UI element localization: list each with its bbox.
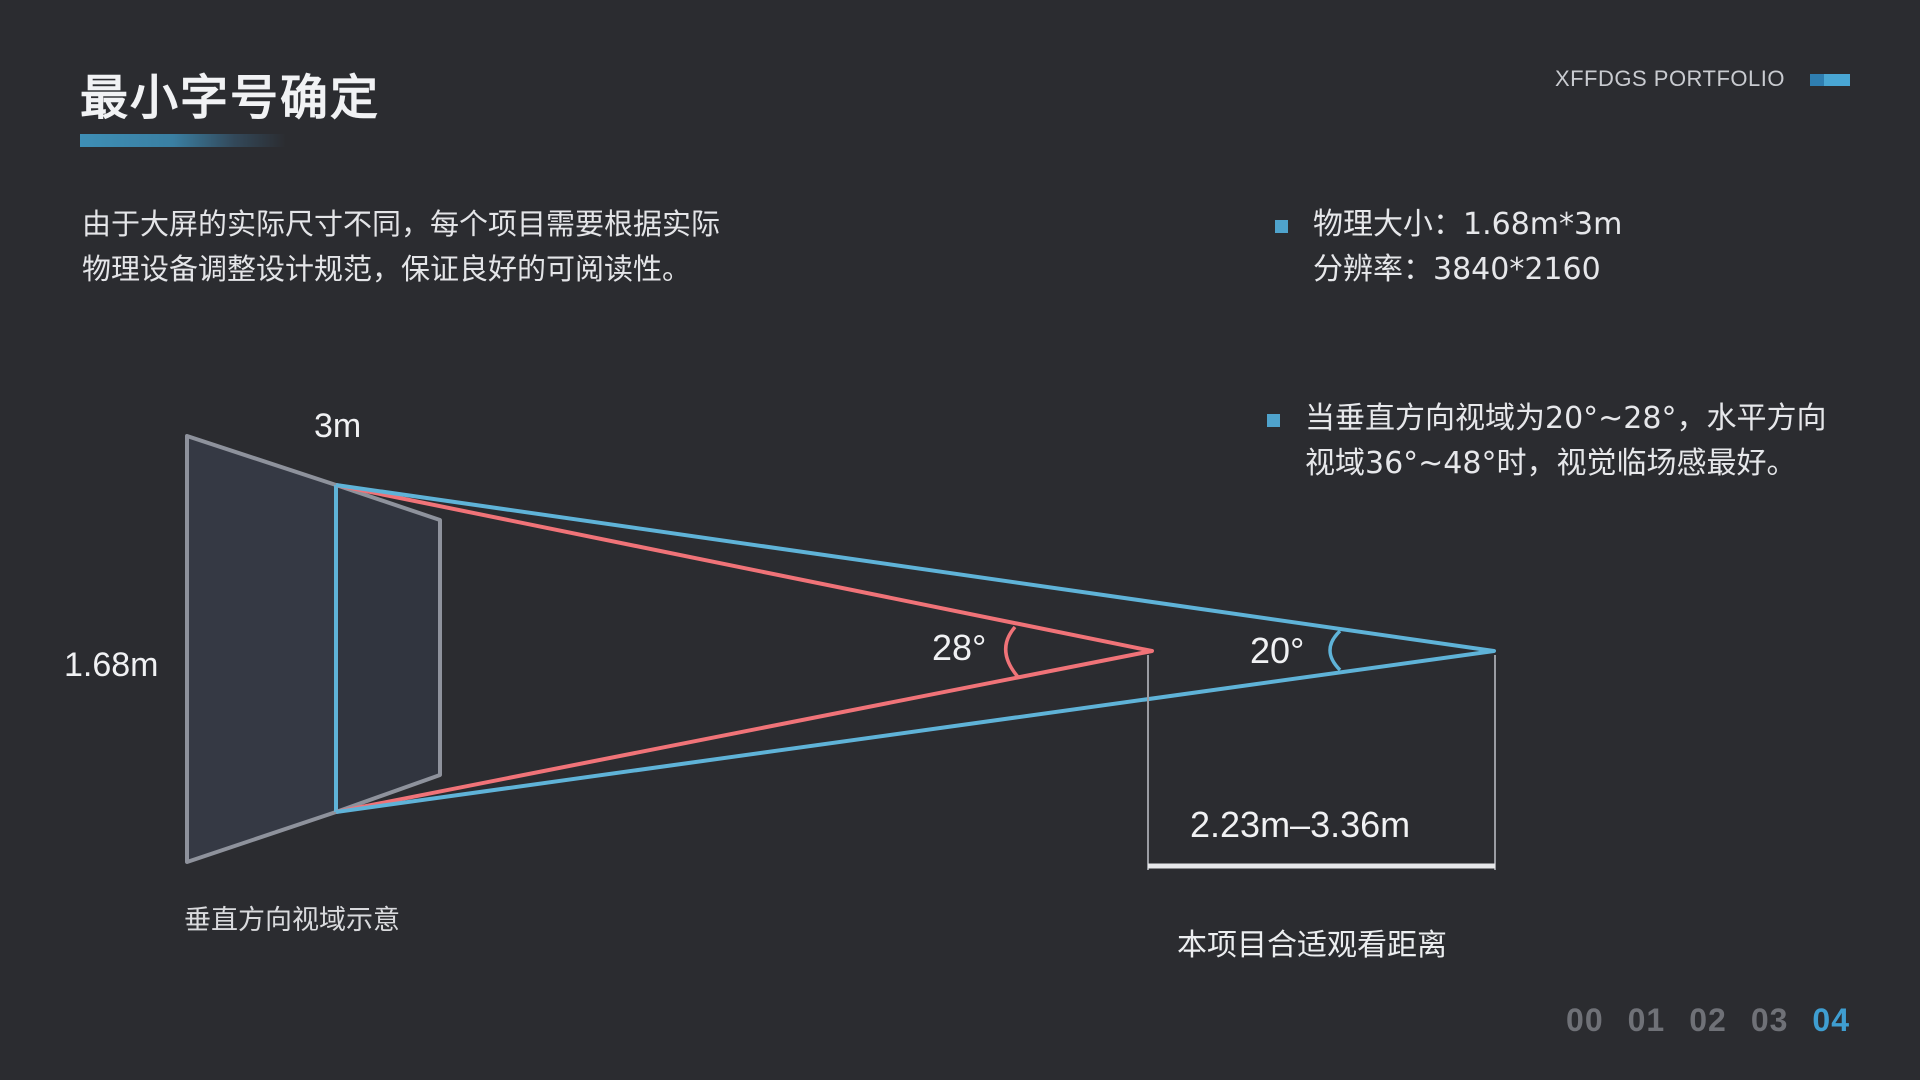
note-physical-size: 物理大小：1.68m*3m 分辨率：3840*2160: [1275, 202, 1833, 292]
brand-mark-icon: [1810, 74, 1850, 86]
page-navigation: 00 01 02 03 04: [1566, 1002, 1850, 1039]
far-angle-arc: [1328, 629, 1342, 672]
page-link-02[interactable]: 02: [1689, 1002, 1727, 1038]
brand-name: XFFDGS PORTFOLIO: [1554, 66, 1785, 91]
page-link-00[interactable]: 00: [1566, 1002, 1604, 1038]
page-link-01[interactable]: 01: [1627, 1002, 1666, 1038]
near-view-cone: [335, 483, 1154, 814]
far-angle-label: 20°: [1250, 630, 1304, 671]
intro-line-2: 物理设备调整设计规范，保证良好的可阅读性。: [82, 252, 692, 286]
title-underline: [80, 134, 286, 147]
page-link-04-active[interactable]: 04: [1812, 1002, 1850, 1038]
distance-label: 2.23m–3.36m: [1190, 804, 1410, 845]
page-title: 最小字号确定: [80, 70, 381, 126]
square-bullet-icon: [1275, 220, 1288, 233]
screen-width-label: 3m: [314, 407, 361, 445]
intro-text: 由于大屏的实际尺寸不同，每个项目需要根据实际 物理设备调整设计规范，保证良好的可…: [82, 202, 802, 292]
caption-viewing-distance: 本项目合适观看距离: [1177, 928, 1447, 963]
caption-vertical-view: 垂直方向视域示意: [184, 905, 400, 936]
near-angle-label: 28°: [932, 627, 986, 668]
screen-height-label: 1.68m: [64, 646, 159, 684]
near-angle-arc: [1004, 625, 1020, 679]
note-field-of-view: 当垂直方向视域为20°~28°，水平方向 视域36°~48°时，视觉临场感最好。: [1267, 396, 1865, 486]
screen-front-panel: [334, 483, 442, 814]
square-bullet-icon: [1267, 414, 1280, 427]
intro-line-1: 由于大屏的实际尺寸不同，每个项目需要根据实际: [82, 207, 721, 241]
screen-back-panel: [185, 434, 338, 864]
far-view-cone: [335, 483, 1496, 814]
page-link-03[interactable]: 03: [1750, 1002, 1789, 1038]
note-line: 视域36°~48°时，视觉临场感最好。: [1305, 446, 1797, 481]
note-line: 物理大小：1.68m*3m: [1313, 207, 1623, 242]
note-line: 分辨率：3840*2160: [1313, 252, 1601, 287]
note-line: 当垂直方向视域为20°~28°，水平方向: [1305, 401, 1827, 436]
